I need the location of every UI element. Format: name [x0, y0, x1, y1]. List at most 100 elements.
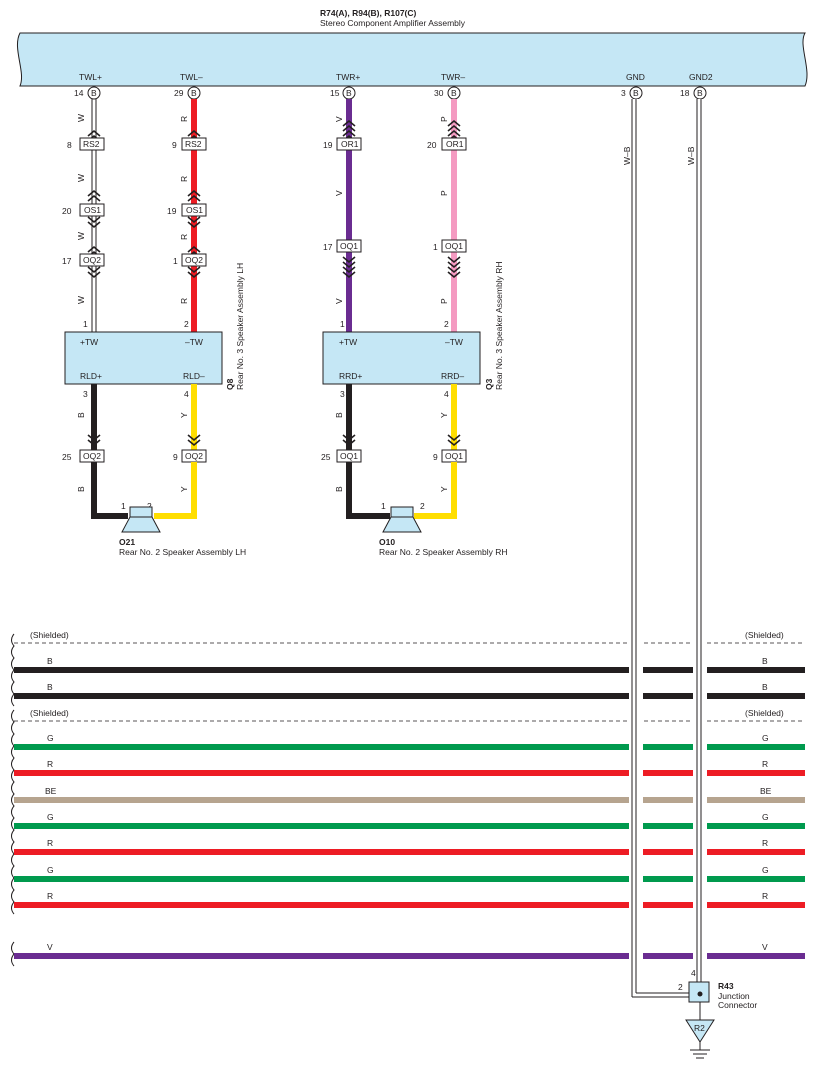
- speaker-pin: 1: [83, 319, 88, 329]
- ground-triangle: [685, 1019, 715, 1043]
- speaker-pin: 4: [444, 389, 449, 399]
- connector-or1: [441, 137, 467, 151]
- wire-letter: W: [76, 296, 86, 304]
- wire-letter: B: [76, 486, 86, 492]
- speaker-terminal: +TW: [80, 337, 98, 347]
- conn-pin: 19: [323, 140, 333, 150]
- connector-label: RS2: [185, 139, 202, 149]
- amp-connector-letter: B: [633, 88, 639, 98]
- bus-wire-label: G: [762, 865, 769, 875]
- wire-letter: W: [76, 114, 86, 122]
- connector-os1: [181, 203, 207, 217]
- bus-wire-label: R: [47, 759, 53, 769]
- connector-or1: [336, 137, 362, 151]
- bus-wire-beige: [14, 797, 805, 803]
- connector-label: OQ1: [340, 451, 358, 461]
- woofer-pin: 2: [420, 501, 425, 511]
- bus-wire-red: [14, 902, 805, 908]
- conn-pin: 20: [62, 206, 72, 216]
- wire-twr-minus-pink: [451, 99, 457, 334]
- wire-letter: B: [76, 412, 86, 418]
- shielded-label-right: (Shielded): [745, 708, 784, 718]
- bus-wire-label: G: [762, 812, 769, 822]
- speaker-box-q8: [64, 331, 223, 385]
- shielded-label-right: (Shielded): [745, 630, 784, 640]
- wire-gnd2-white-black: [693, 99, 707, 982]
- wire-letter: V: [334, 298, 344, 304]
- connector-label: RS2: [83, 139, 100, 149]
- bus-wire-green: [14, 876, 805, 882]
- speaker-terminal: RRD–: [441, 371, 464, 381]
- amp-connector-letter: B: [191, 88, 197, 98]
- bus-wire-label: R: [762, 891, 768, 901]
- speaker-terminal: RLD–: [183, 371, 205, 381]
- junction-pin-top: 4: [691, 968, 696, 978]
- wire-rld-minus-yellow: [191, 384, 197, 454]
- bus-wire-label: G: [762, 733, 769, 743]
- wire-rrd-minus-yellow: [451, 384, 457, 454]
- junction-name-line2: Connector: [718, 1000, 757, 1010]
- connector-label: OQ1: [445, 241, 463, 251]
- connector-label: OQ2: [83, 255, 101, 265]
- woofer-name-o21: Rear No. 2 Speaker Assembly LH: [119, 547, 246, 557]
- wire-letter: B: [334, 412, 344, 418]
- wire-letter: R: [179, 116, 189, 122]
- connector-oq2: [79, 253, 105, 267]
- amp-pin-number-15: 15: [330, 88, 340, 98]
- conn-pin: 9: [433, 452, 438, 462]
- connector-label: OQ2: [83, 451, 101, 461]
- wire-letter: P: [439, 116, 449, 122]
- wire-letter: B: [334, 486, 344, 492]
- wire-letter: Y: [179, 412, 189, 418]
- bus-wire-black: [14, 667, 805, 673]
- bus-wire-label: B: [47, 682, 53, 692]
- bus-wire-label: R: [47, 891, 53, 901]
- woofer-pin: 1: [381, 501, 386, 511]
- connector-label: OR1: [341, 139, 359, 149]
- bus-wire-label: R: [762, 759, 768, 769]
- amp-connector-letter: B: [91, 88, 97, 98]
- bus-wire-label: BE: [760, 786, 772, 796]
- amp-pin-name-twl-plus: TWL+: [79, 72, 102, 82]
- bus-wire-label: B: [762, 682, 768, 692]
- bus-wire-label: V: [47, 942, 53, 952]
- connector-label: OR1: [446, 139, 464, 149]
- woofer-pin: 2: [147, 501, 152, 511]
- bus-wire-label: G: [47, 812, 54, 822]
- bus-wire-black: [14, 693, 805, 699]
- conn-pin: 8: [67, 140, 72, 150]
- wire-letter: Y: [439, 486, 449, 492]
- connector-oq2: [181, 253, 207, 267]
- speaker-terminal: –TW: [445, 337, 463, 347]
- amp-pin-name-twl-minus: TWL–: [180, 72, 203, 82]
- wire-letter: W: [76, 232, 86, 240]
- speaker-pin: 4: [184, 389, 189, 399]
- amp-title: Stereo Component Amplifier Assembly: [320, 18, 466, 28]
- conn-pin: 17: [323, 242, 333, 252]
- wire-letter: Y: [179, 486, 189, 492]
- amp-pin-number-29: 29: [174, 88, 184, 98]
- connector-label: OS1: [186, 205, 203, 215]
- connector-rs2: [79, 137, 105, 151]
- speaker-pin: 3: [340, 389, 345, 399]
- connector-label: OQ1: [340, 241, 358, 251]
- wire-letter: Y: [439, 412, 449, 418]
- bus-wire-label: B: [47, 656, 53, 666]
- conn-pin: 9: [172, 140, 177, 150]
- ground-icon: [690, 1042, 710, 1059]
- speaker-icon: [382, 506, 422, 533]
- gnd2-wire-label: W–B: [686, 146, 696, 165]
- woofer-code-o10: O10: [379, 537, 395, 547]
- shielded-label-left: (Shielded): [30, 630, 69, 640]
- wire-rld-plus-black: [91, 384, 97, 454]
- wire-woofer-rh-black: [346, 462, 390, 519]
- speaker-pin: 3: [83, 389, 88, 399]
- wire-letter: V: [334, 116, 344, 122]
- bus-wire-red: [14, 849, 805, 855]
- amp-connector-letter: B: [346, 88, 352, 98]
- connector-os1: [79, 203, 105, 217]
- conn-pin: 1: [433, 242, 438, 252]
- bus-wire-label: R: [47, 838, 53, 848]
- wire-letter: W: [76, 174, 86, 182]
